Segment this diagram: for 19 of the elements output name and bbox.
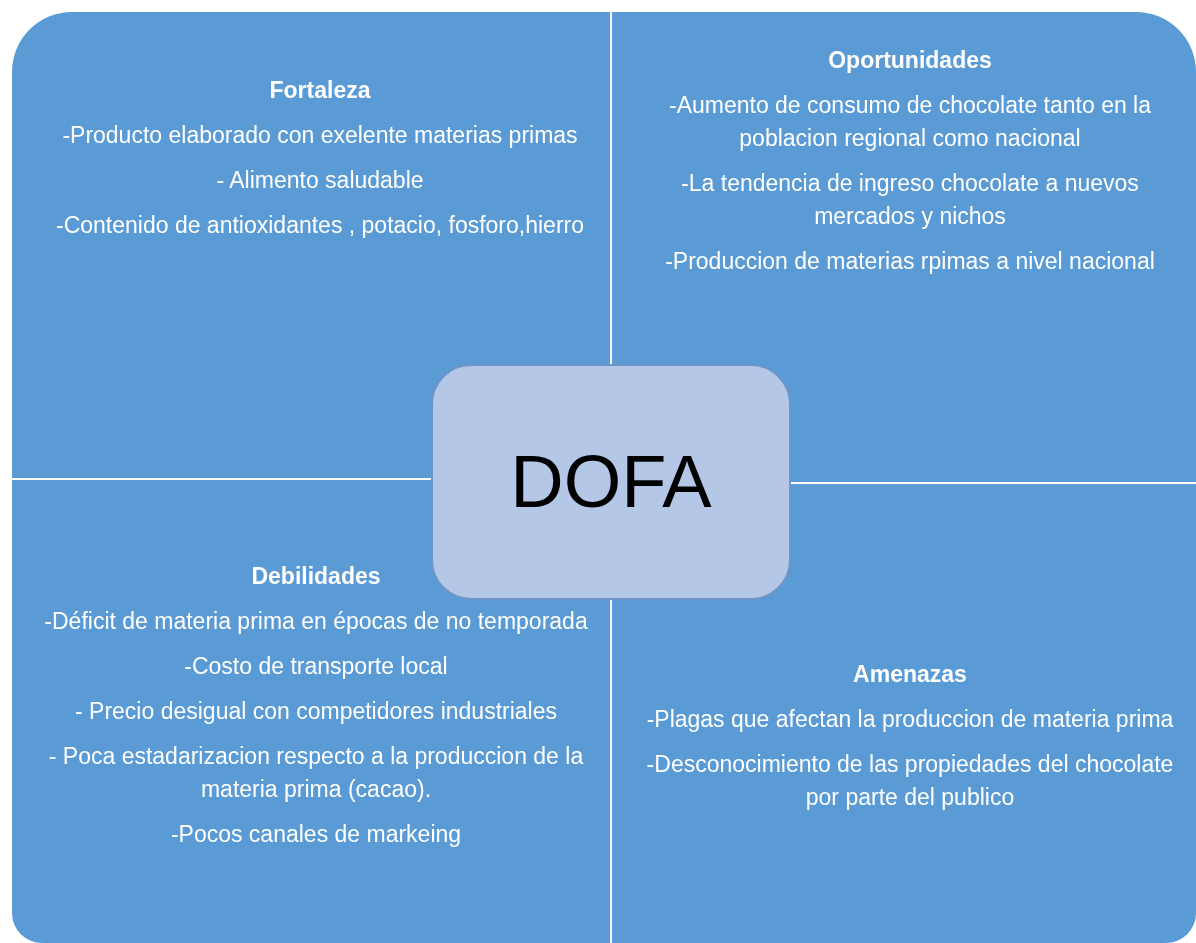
list-item-text: -Costo de transporte local <box>183 652 449 681</box>
list-item-text: -Producto elaborado con exelente materias primas <box>61 121 579 150</box>
list-item-text: -Déficit de materia prima en épocas de no temporada <box>43 607 589 636</box>
list-item-text: -Aumento de consumo de chocolate tanto en la poblacion regional como nacional <box>667 91 1152 153</box>
list-item-text: -Produccion de materias rpimas a nivel nacional <box>664 247 1156 276</box>
list-item-text: -Pocos canales de markeing <box>169 820 463 849</box>
quadrant-heading: Debilidades <box>250 562 382 591</box>
list-item-text: - Alimento saludable <box>215 166 425 195</box>
quadrant-heading: Oportunidades <box>827 46 993 75</box>
list-item-text: -La tendencia de ingreso chocolate a nuevos mercados y nichos <box>680 169 1140 231</box>
list-item-text: - Poca estadarizacion respecto a la produccion de la materia prima (cacao). <box>47 742 585 804</box>
center-box <box>431 364 791 600</box>
list-item-text: -Plagas que afectan la produccion de materia prima <box>645 705 1175 734</box>
center-title: DOFA <box>510 445 712 519</box>
quadrant-heading: Amenazas <box>852 660 968 689</box>
list-item-text: -Desconocimiento de las propiedades del chocolate por parte del publico <box>645 750 1175 812</box>
list-item-text: - Precio desigual con competidores industriales <box>74 697 558 726</box>
quadrant-heading: Fortaleza <box>268 76 372 105</box>
list-item-text: -Contenido de antioxidantes , potacio, fosforo,hierro <box>54 211 585 240</box>
